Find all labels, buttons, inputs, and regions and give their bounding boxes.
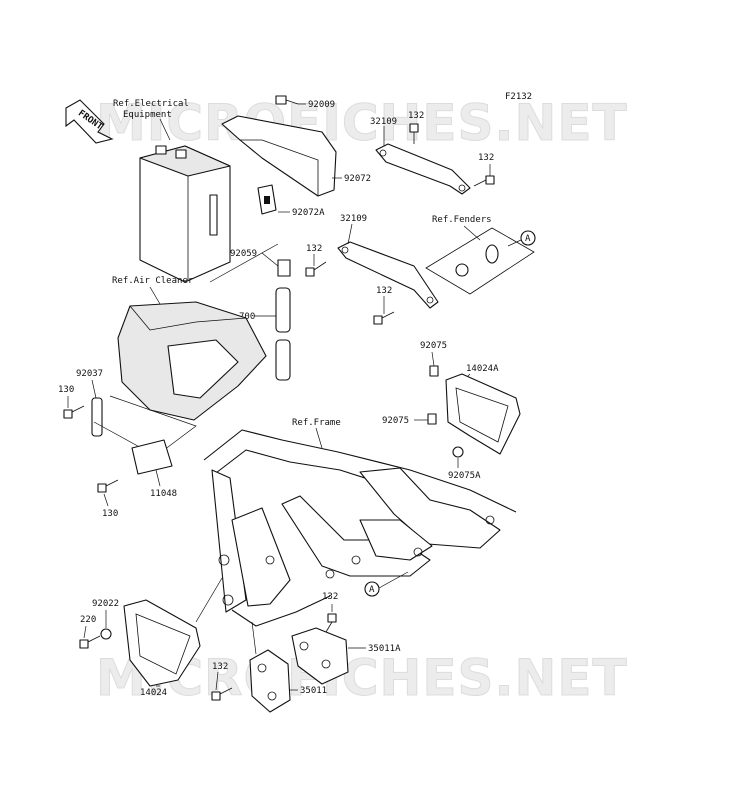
battery-bracket [221, 115, 337, 197]
label-35011A: 35011A [368, 644, 401, 654]
bolt-132-a [409, 123, 419, 144]
ref-fenders: Ref.Fenders [432, 215, 492, 225]
footrest-bracket-35011 [249, 649, 291, 713]
watermark-top: MICROFICHES.NET [96, 94, 628, 152]
bolt-220 [79, 635, 101, 649]
front-arrow-icon: FRONT [65, 99, 114, 144]
label-220: 220 [80, 615, 96, 625]
bolt-132-e [325, 613, 337, 633]
label-35011: 35011 [300, 686, 327, 696]
label-14024A: 14024A [466, 364, 499, 374]
bolt-92009 [275, 95, 299, 105]
air-cleaner-housing [117, 301, 267, 421]
label-132-d: 132 [376, 286, 392, 296]
label-132-f: 132 [212, 662, 228, 672]
label-132-b: 132 [478, 153, 494, 163]
label-92072: 92072 [344, 174, 371, 184]
pad-92072A [257, 184, 277, 215]
side-cover-14024A [445, 373, 521, 455]
bolt-132-b [473, 175, 495, 187]
label-132-e: 132 [322, 592, 338, 602]
label-132-c: 132 [306, 244, 322, 254]
ref-electrical-line1: Ref.Electrical [113, 99, 189, 109]
strap-32109-mid [337, 241, 439, 309]
plate-11048 [131, 439, 173, 475]
svg-text:A: A [369, 585, 375, 595]
tube-700 [275, 287, 291, 381]
figure-code: F2132 [505, 92, 532, 102]
label-130-a: 130 [58, 385, 74, 395]
label-14024: 14024 [140, 688, 167, 698]
label-92037: 92037 [76, 369, 103, 379]
bolt-130-b [97, 479, 119, 493]
ref-air-cleaner: Ref.Air Cleaner [112, 276, 194, 286]
bolt-132-c [305, 261, 327, 277]
svg-text:A: A [525, 234, 531, 244]
bolt-132-f [211, 687, 233, 701]
bolt-130-a [63, 405, 85, 419]
label-132-a: 132 [408, 111, 424, 121]
callout-a-frame: A [364, 581, 380, 597]
battery [139, 145, 231, 283]
bolt-132-d [373, 311, 395, 325]
label-92075-b: 92075 [382, 416, 409, 426]
damper-92037 [91, 397, 103, 437]
label-92009: 92009 [308, 100, 335, 110]
clip-92075-b [427, 413, 437, 425]
footrest-bracket-35011A [291, 627, 349, 685]
label-130-b: 130 [102, 509, 118, 519]
ref-electrical-line2: Equipment [123, 110, 172, 120]
label-92075-a: 92075 [420, 341, 447, 351]
side-cover-14024 [123, 599, 201, 687]
label-11048: 11048 [150, 489, 177, 499]
label-92059: 92059 [230, 249, 257, 259]
fender-damper-set [425, 227, 535, 295]
label-92022: 92022 [92, 599, 119, 609]
label-32109-top: 32109 [370, 117, 397, 127]
label-92075A: 92075A [448, 471, 481, 481]
clip-92075-a [429, 365, 439, 377]
callout-a-top: A [520, 230, 536, 246]
label-700: 700 [239, 312, 255, 322]
grommet-92075A [452, 446, 464, 458]
grommet-92059 [277, 259, 291, 277]
ref-frame: Ref.Frame [292, 418, 341, 428]
strap-32109-top [375, 143, 471, 195]
washer-92022 [100, 628, 112, 640]
label-92072A: 92072A [292, 208, 325, 218]
label-32109-mid: 32109 [340, 214, 367, 224]
frame [203, 429, 517, 627]
